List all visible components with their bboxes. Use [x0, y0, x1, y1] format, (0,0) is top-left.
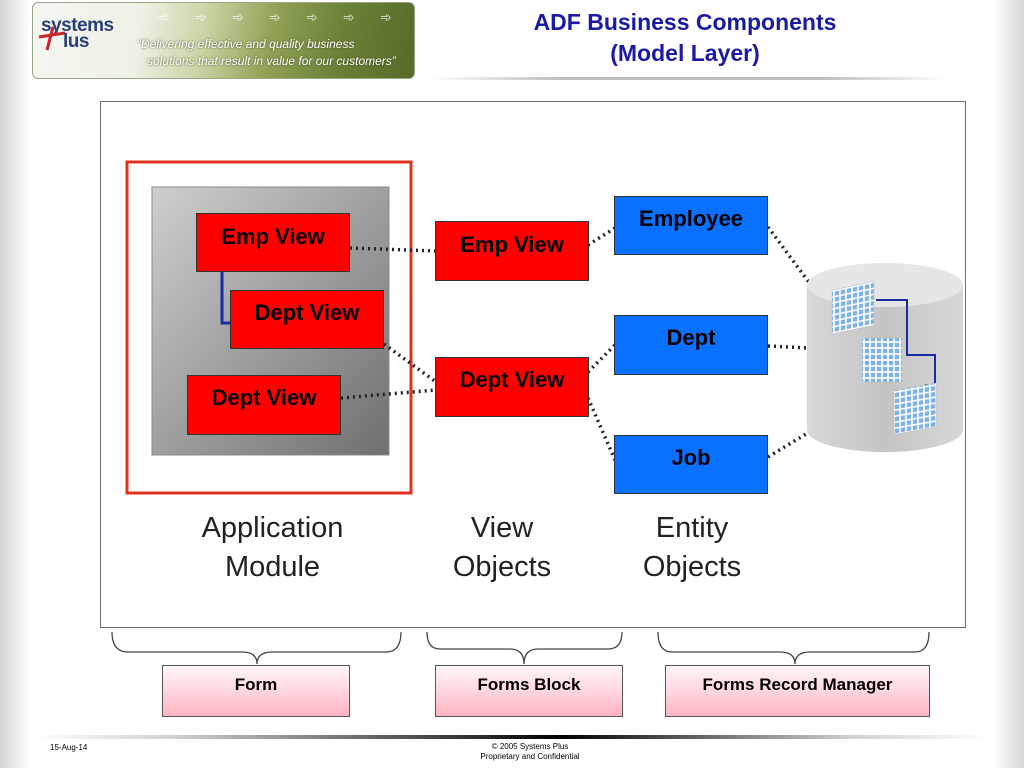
- forms-block-box: Forms Block: [435, 665, 623, 717]
- label-application: Application: [201, 512, 344, 544]
- slide-subtitle: (Model Layer): [610, 40, 760, 66]
- label-view: View: [470, 512, 534, 544]
- arrow-icon: ➾: [232, 9, 244, 25]
- company-logo-banner: ➾ ➾ ➾ ➾ ➾ ➾ ➾ systems lus “Delivering ef…: [32, 2, 415, 79]
- arrow-icon: ➾: [158, 9, 170, 25]
- app-module-emp-view: Emp View: [196, 213, 350, 272]
- logo-plus-icon: [38, 26, 66, 51]
- label-objects: Objects: [642, 551, 742, 583]
- arrow-icon: ➾: [306, 9, 318, 25]
- conn-emp-employee: [587, 226, 616, 247]
- footer-copyright-line: © 2005 Systems Plus: [491, 742, 569, 751]
- app-module-dept-view: Dept View: [230, 290, 384, 349]
- footer-confidential-line: Proprietary and Confidential: [480, 752, 580, 761]
- footer-divider: [32, 735, 992, 739]
- conn-dept-view-2: [340, 388, 437, 400]
- arrow-icon: ➾: [195, 9, 207, 25]
- view-object-dept-view: Dept View: [435, 357, 589, 417]
- footer-copyright: © 2005 Systems Plus Proprietary and Conf…: [430, 742, 630, 762]
- forms-form-box: Form: [162, 665, 350, 717]
- slide-title: ADF Business Components: [533, 9, 837, 35]
- entity-object-dept: Dept: [614, 315, 768, 375]
- label-entity-objects: Entity Objects: [622, 509, 762, 587]
- entity-object-job: Job: [614, 435, 768, 494]
- conn-dept-dept: [586, 343, 617, 374]
- label-entity: Entity: [655, 512, 729, 544]
- entity-object-employee: Employee: [614, 196, 768, 255]
- logo-wordmark: systems: [41, 15, 114, 36]
- app-module-dept-view-2: Dept View: [187, 375, 341, 435]
- conn-emp-view: [349, 246, 437, 253]
- label-objects: Objects: [452, 551, 552, 583]
- arrow-icon: ➾: [380, 9, 392, 25]
- title-divider: [430, 77, 950, 80]
- view-object-emp-view: Emp View: [435, 221, 589, 281]
- logo-wordmark-plus: lus: [63, 31, 89, 52]
- label-module: Module: [224, 551, 321, 583]
- app-module-outline: [125, 160, 413, 495]
- form-brace: [111, 631, 402, 665]
- arrow-icon: ➾: [343, 9, 355, 25]
- label-application-module: Application Module: [180, 509, 365, 587]
- conn-dept-job: [586, 397, 617, 461]
- database-icon: [807, 263, 963, 452]
- forms-record-manager-box: Forms Record Manager: [665, 665, 930, 717]
- logo-tagline-line2: solutions that result in value for our c…: [147, 54, 396, 68]
- footer-date: 15-Aug-14: [50, 743, 88, 752]
- forms-block-brace: [426, 631, 623, 665]
- label-view-objects: View Objects: [432, 509, 572, 587]
- app-module-link: [220, 272, 232, 325]
- record-manager-brace: [657, 631, 930, 665]
- arrow-icon: ➾: [269, 9, 281, 25]
- logo-tagline-line1: “Delivering effective and quality busine…: [137, 37, 355, 51]
